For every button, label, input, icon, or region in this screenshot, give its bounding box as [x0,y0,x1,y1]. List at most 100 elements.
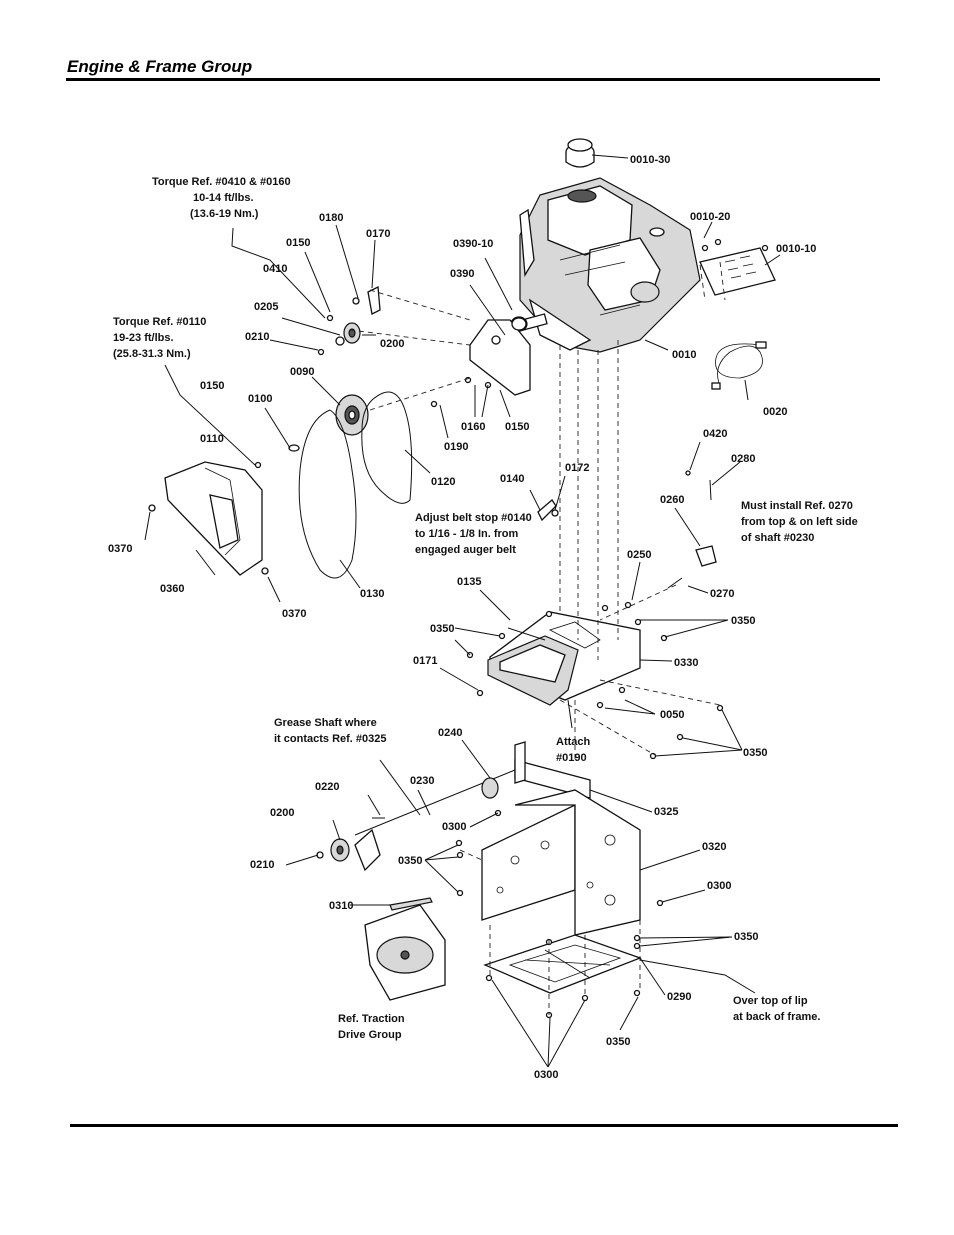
callout-0150-b: 0150 [505,421,529,433]
note-belt-stop-line2: to 1/16 - 1/8 In. from [415,528,519,540]
note-belt-stop-line1: Adjust belt stop #0140 [415,512,532,524]
callout-0020: 0020 [763,406,787,418]
base-plate-part [483,934,642,994]
callout-0150-c: 0150 [200,380,224,392]
callout-0050: 0050 [660,709,684,721]
callout-0230: 0230 [410,775,434,787]
callout-0350-e: 0350 [734,931,758,943]
callout-0300-c: 0300 [534,1069,558,1081]
note-traction-drive-line2: Drive Group [338,1029,402,1041]
annotation-notes: Torque Ref. #0410 & #0160 10-14 ft/lbs. … [113,176,858,1041]
belt-cover-part [148,461,269,576]
upper-frame-plate-part [487,611,641,706]
engine-cover-plate-part [699,247,776,296]
fuel-cap-part [567,138,593,152]
note-attach-0190-line1: Attach [556,736,591,748]
note-grease-shaft-line2: it contacts Ref. #0325 [274,733,387,745]
note-install-0270-line3: of shaft #0230 [741,532,814,544]
callout-0350-c: 0350 [743,747,767,759]
callout-0210-b: 0210 [250,859,274,871]
callout-0350-b: 0350 [731,615,755,627]
callout-0360: 0360 [160,583,184,595]
callout-0135: 0135 [457,576,481,588]
callout-0010-20: 0010-20 [690,211,730,223]
callout-0130: 0130 [360,588,384,600]
header-rule [66,78,880,81]
callout-0220: 0220 [315,781,339,793]
callout-0200-b: 0200 [270,807,294,819]
callout-0320: 0320 [702,841,726,853]
note-torque-0110-line3: (25.8-31.3 Nm.) [113,348,191,360]
callout-0180: 0180 [319,212,343,224]
note-torque-0410-line3: (13.6-19 Nm.) [190,208,259,220]
note-traction-drive-line1: Ref. Traction [338,1013,405,1025]
footer-rule [70,1124,898,1127]
engine-illustration [510,143,701,353]
callout-0100: 0100 [248,393,272,405]
callout-0171: 0171 [413,655,437,667]
callout-0350: 0350 [430,623,454,635]
assembly-dash-lines [349,261,726,1015]
callout-0160: 0160 [461,421,485,433]
lower-frame-part [481,789,641,936]
extension-cord-part [711,341,767,390]
callout-0300-b: 0300 [707,880,731,892]
page-title: Engine & Frame Group [67,57,253,76]
callout-0010: 0010 [672,349,696,361]
note-install-0270-line2: from top & on left side [741,516,858,528]
belt-guard-bracket-part [469,317,531,396]
note-torque-0410-line2: 10-14 ft/lbs. [193,192,254,204]
note-belt-stop-line3: engaged auger belt [415,544,516,556]
note-over-lip-line2: at back of frame. [733,1011,820,1023]
callout-0325: 0325 [654,806,678,818]
callout-0350-d: 0350 [398,855,422,867]
callout-0410: 0410 [263,263,287,275]
leader-lines [144,154,781,1068]
callout-0390-10: 0390-10 [453,238,493,250]
note-attach-0190-line2: #0190 [556,752,587,764]
callout-0190: 0190 [444,441,468,453]
callout-0370: 0370 [108,543,132,555]
callout-0200: 0200 [380,338,404,350]
callout-0280: 0280 [731,453,755,465]
callout-0350-f: 0350 [606,1036,630,1048]
drive-belts-part [298,391,413,579]
callout-0205: 0205 [254,301,278,313]
note-torque-0110-line2: 19-23 ft/lbs. [113,332,174,344]
callout-0310: 0310 [329,900,353,912]
callout-0420: 0420 [703,428,727,440]
note-grease-shaft-line1: Grease Shaft where [274,717,377,729]
note-over-lip-line1: Over top of lip [733,995,808,1007]
callout-0140: 0140 [500,473,524,485]
callout-0010-10: 0010-10 [776,243,816,255]
callout-0120: 0120 [431,476,455,488]
shaft-assembly-part [316,769,516,872]
note-install-0270-line1: Must install Ref. 0270 [741,500,853,512]
auger-pulley-part [288,394,369,452]
callout-0390: 0390 [450,268,474,280]
spring-and-traction-part [364,897,446,1001]
note-torque-0110-line1: Torque Ref. #0110 [113,316,206,328]
callout-0370-b: 0370 [282,608,306,620]
callout-0090: 0090 [290,366,314,378]
callout-0270: 0270 [710,588,734,600]
callout-0240: 0240 [438,727,462,739]
bracket-part [514,741,591,799]
callout-0250: 0250 [627,549,651,561]
callout-0172: 0172 [565,462,589,474]
shift-bracket-part [667,470,717,589]
idler-pulley-part [335,285,381,346]
callout-0290: 0290 [667,991,691,1003]
callout-0010-30: 0010-30 [630,154,670,166]
callout-0150: 0150 [286,237,310,249]
callout-0330: 0330 [674,657,698,669]
callout-0110: 0110 [200,433,224,445]
callout-labels: 0010-30 0010-20 0010-10 0390-10 0390 018… [108,154,816,1081]
callout-0210: 0210 [245,331,269,343]
callout-0170: 0170 [366,228,390,240]
note-torque-0410-line1: Torque Ref. #0410 & #0160 [152,176,291,188]
callout-0300: 0300 [442,821,466,833]
callout-0260: 0260 [660,494,684,506]
